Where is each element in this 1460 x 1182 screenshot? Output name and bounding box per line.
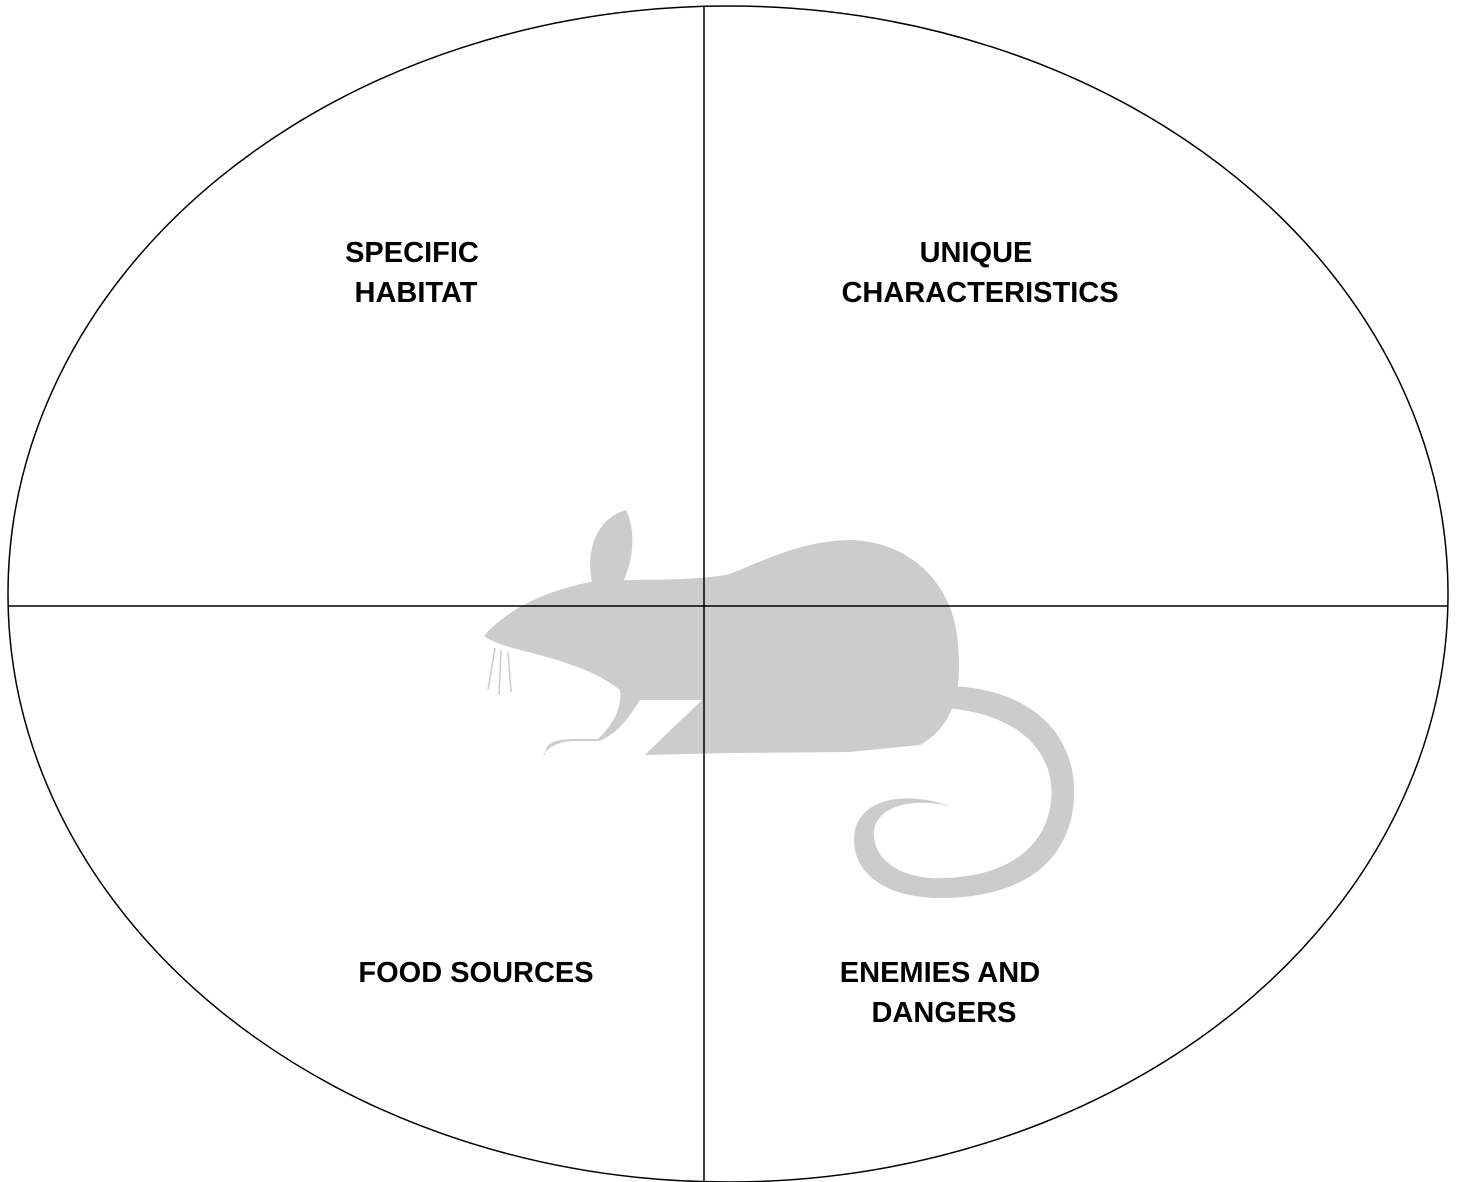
label-line: FOOD SOURCES — [358, 957, 593, 989]
outer-ellipse — [7, 5, 1449, 1182]
label-line: SPECIFIC — [345, 237, 479, 269]
label-line: HABITAT — [355, 277, 478, 309]
mouse-tail — [854, 686, 1075, 898]
label-specific-habitat: SPECIFIC HABITAT — [345, 237, 487, 309]
label-unique-characteristics: UNIQUE CHARACTERISTICS — [841, 237, 1118, 309]
mouse-body — [484, 540, 960, 755]
label-line: DANGERS — [871, 997, 1016, 1029]
mouse-ear — [590, 510, 633, 584]
label-food-sources: FOOD SOURCES — [358, 957, 593, 989]
label-line: UNIQUE — [920, 237, 1033, 269]
label-line: ENEMIES AND — [840, 957, 1040, 989]
mouse-silhouette-icon — [484, 510, 1075, 898]
label-line: CHARACTERISTICS — [841, 277, 1118, 309]
label-enemies-and-dangers: ENEMIES AND DANGERS — [840, 957, 1048, 1029]
mouse-whiskers — [487, 647, 512, 696]
